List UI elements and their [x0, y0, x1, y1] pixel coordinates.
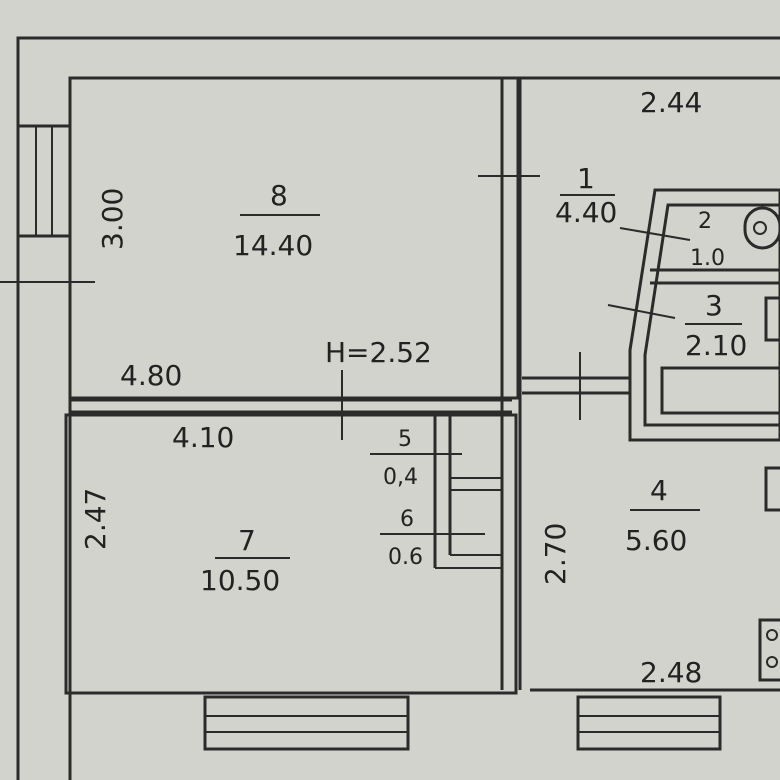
room-4-number: 4 [650, 474, 668, 507]
dim-room7-height: 2.47 [79, 488, 112, 550]
dim-room4-height: 2.70 [539, 523, 572, 585]
walls [0, 36, 780, 780]
room-5-area: 0,4 [383, 465, 418, 490]
room-2-area: 1.0 [690, 246, 725, 271]
room-7-area: 10.50 [200, 564, 280, 597]
room-7-number: 7 [238, 524, 256, 557]
room-6-number: 6 [400, 507, 414, 532]
dim-room8-height: 3.00 [96, 188, 129, 250]
room-8-area: 14.40 [233, 229, 313, 262]
room-1-number: 1 [577, 162, 595, 195]
room-5-number: 5 [398, 427, 412, 452]
room-3-number: 3 [705, 289, 723, 322]
room-4-area: 5.60 [625, 524, 687, 557]
ceiling-height: H=2.52 [325, 336, 432, 369]
dim-room4-width: 2.48 [640, 656, 702, 689]
dim-room8-width: 4.80 [120, 359, 182, 392]
labels: 2.44 1 4.40 2 1.0 3 2.10 8 14.40 3.00 4.… [79, 86, 747, 689]
room-1-area: 4.40 [555, 196, 617, 229]
room-6-area: 0.6 [388, 545, 423, 570]
dim-room7-width: 4.10 [172, 421, 234, 454]
room-2-number: 2 [698, 209, 712, 234]
room-8-number: 8 [270, 179, 288, 212]
room-3-area: 2.10 [685, 329, 747, 362]
dim-top-right: 2.44 [640, 86, 702, 119]
